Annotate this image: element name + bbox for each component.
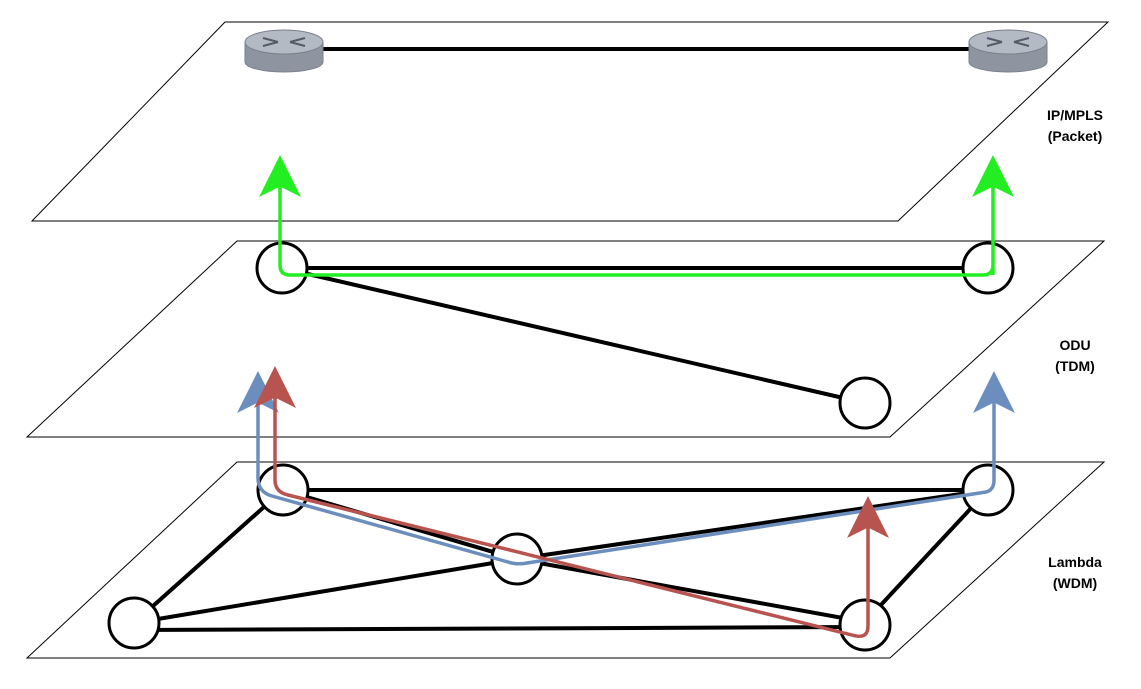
packet-layer-label: IP/MPLS (Packet) (1020, 105, 1130, 147)
blue-lightpath (256, 400, 996, 566)
lambda-layer-name: Lambda (1048, 554, 1102, 570)
lambda-link (133, 557, 518, 625)
lambda-link (516, 557, 866, 624)
green-lightpath (278, 184, 995, 277)
odu-layer-label: ODU (TDM) (1020, 335, 1130, 377)
lambda-node (256, 463, 310, 517)
odu-link (281, 266, 866, 405)
lambda-link (133, 625, 866, 632)
odu-layer-plane (25, 240, 1106, 438)
lambda-node (107, 596, 161, 650)
lambda-layer-type: (WDM) (1052, 575, 1098, 591)
lambda-node (838, 598, 892, 652)
router-icon (244, 29, 324, 73)
packet-layer-type: (Packet) (1047, 128, 1103, 144)
packet-layer-plane (30, 21, 1110, 222)
lambda-link (863, 488, 990, 624)
red-lightpath (273, 395, 870, 639)
packet-layer-name: IP/MPLS (1046, 107, 1103, 123)
odu-layer-name: ODU (1059, 337, 1091, 353)
router-icon (968, 29, 1048, 73)
odu-node (961, 241, 1015, 295)
odu-node (838, 376, 892, 430)
lambda-link (132, 488, 285, 625)
lambda-link (516, 488, 989, 561)
odu-layer-type: (TDM) (1055, 358, 1095, 374)
lambda-layer-label: Lambda (WDM) (1020, 552, 1130, 594)
